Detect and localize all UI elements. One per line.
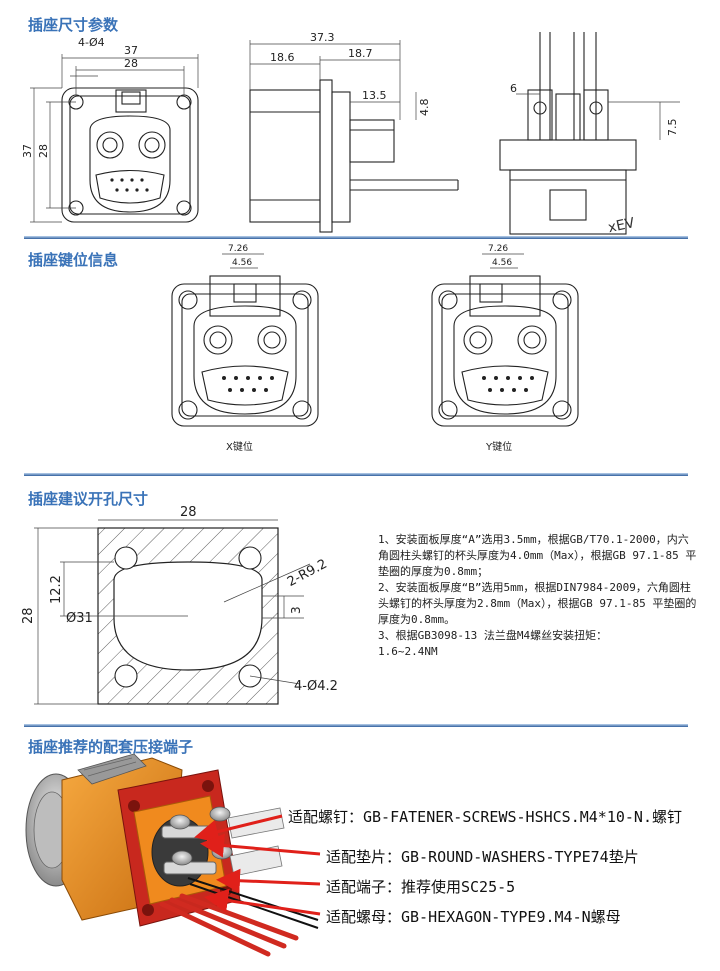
y-key-label: Y键位 xyxy=(485,440,512,453)
front-view-drawing: 4-Ø4 37 28 37 28 xyxy=(21,36,199,223)
dim-front-height-37: 37 xyxy=(21,144,34,158)
callout-arrows xyxy=(194,814,321,916)
y-key-width-1: 7.26 xyxy=(488,244,508,254)
y-key-drawing: 7.26 4.56 Y键位 xyxy=(431,244,579,453)
callout-nut: 适配螺母：GB-HEXAGON-TYPE9.M4-N螺母 xyxy=(326,908,621,926)
brand-mark: xEV xyxy=(607,215,637,236)
dim-side-left: 18.6 xyxy=(270,51,295,64)
cutout-width: 28 xyxy=(180,505,197,520)
dim-side-height: 4.8 xyxy=(418,99,431,117)
note-3: 3、根据GB3098-13 法兰盘M4螺丝安装扭矩： xyxy=(378,629,608,642)
x-key-drawing: 7.26 4.56 X键位 xyxy=(171,244,319,453)
section-title-cutout: 插座建议开孔尺寸 xyxy=(28,490,149,508)
x-key-label: X键位 xyxy=(226,440,253,453)
dim-front-width-37: 37 xyxy=(124,44,138,57)
dim-back-7-5: 7.5 xyxy=(666,119,679,137)
dim-side-total: 37.3 xyxy=(310,31,335,44)
callout-washer: 适配垫片：GB-ROUND-WASHERS-TYPE74垫片 xyxy=(326,848,639,866)
note-4: 1.6~2.4NM xyxy=(378,645,438,658)
dim-side-right: 18.7 xyxy=(348,47,373,60)
dim-back-6: 6 xyxy=(510,82,517,95)
dim-front-width-28: 28 xyxy=(124,57,138,70)
back-view-drawing: 6 7.5 xEV xyxy=(499,32,680,236)
section-title-terminals: 插座推荐的配套压接端子 xyxy=(28,738,194,756)
divider-1 xyxy=(24,236,688,239)
side-view-drawing: 37.3 18.6 18.7 13.5 4.8 xyxy=(249,31,459,233)
install-notes: 1、安装面板厚度“A”选用3.5mm，根据GB/T70.1-2000，内六角圆柱… xyxy=(378,532,698,660)
section-title-dimensions: 插座尺寸参数 xyxy=(28,16,119,34)
y-key-width-2: 4.56 xyxy=(492,258,512,268)
connector-render xyxy=(25,753,319,957)
cutout-holes: 4-Ø4.2 xyxy=(294,679,338,694)
cutout-upper-height: 12.2 xyxy=(49,575,64,604)
x-key-width-2: 4.56 xyxy=(232,258,252,268)
dim-front-height-28: 28 xyxy=(37,144,50,158)
cutout-height: 28 xyxy=(21,607,36,624)
cutout-radius: 2-R9.2 xyxy=(285,557,330,590)
divider-2 xyxy=(24,473,688,476)
cutout-offset: 3 xyxy=(289,606,303,614)
note-2: 2、安装面板厚度“B”选用5mm，根据DIN7984-2009，六角圆柱头螺钉的… xyxy=(378,581,697,626)
callout-terminal: 适配端子：推荐使用SC25-5 xyxy=(326,878,516,896)
note-1: 1、安装面板厚度“A”选用3.5mm，根据GB/T70.1-2000，内六角圆柱… xyxy=(378,533,697,578)
cutout-diameter: Ø31 xyxy=(66,611,93,626)
cutout-drawing: 28 28 12.2 Ø31 2-R9.2 3 4-Ø4.2 xyxy=(21,505,338,705)
dim-side-pin: 13.5 xyxy=(362,89,387,102)
dim-front-holes: 4-Ø4 xyxy=(78,36,105,49)
callout-screw: 适配螺钉：GB-FATENER-SCREWS-HSHCS.M4*10-N.螺钉 xyxy=(288,808,682,826)
divider-3 xyxy=(24,724,688,727)
x-key-width-1: 7.26 xyxy=(228,244,248,254)
section-title-keying: 插座键位信息 xyxy=(28,251,119,269)
